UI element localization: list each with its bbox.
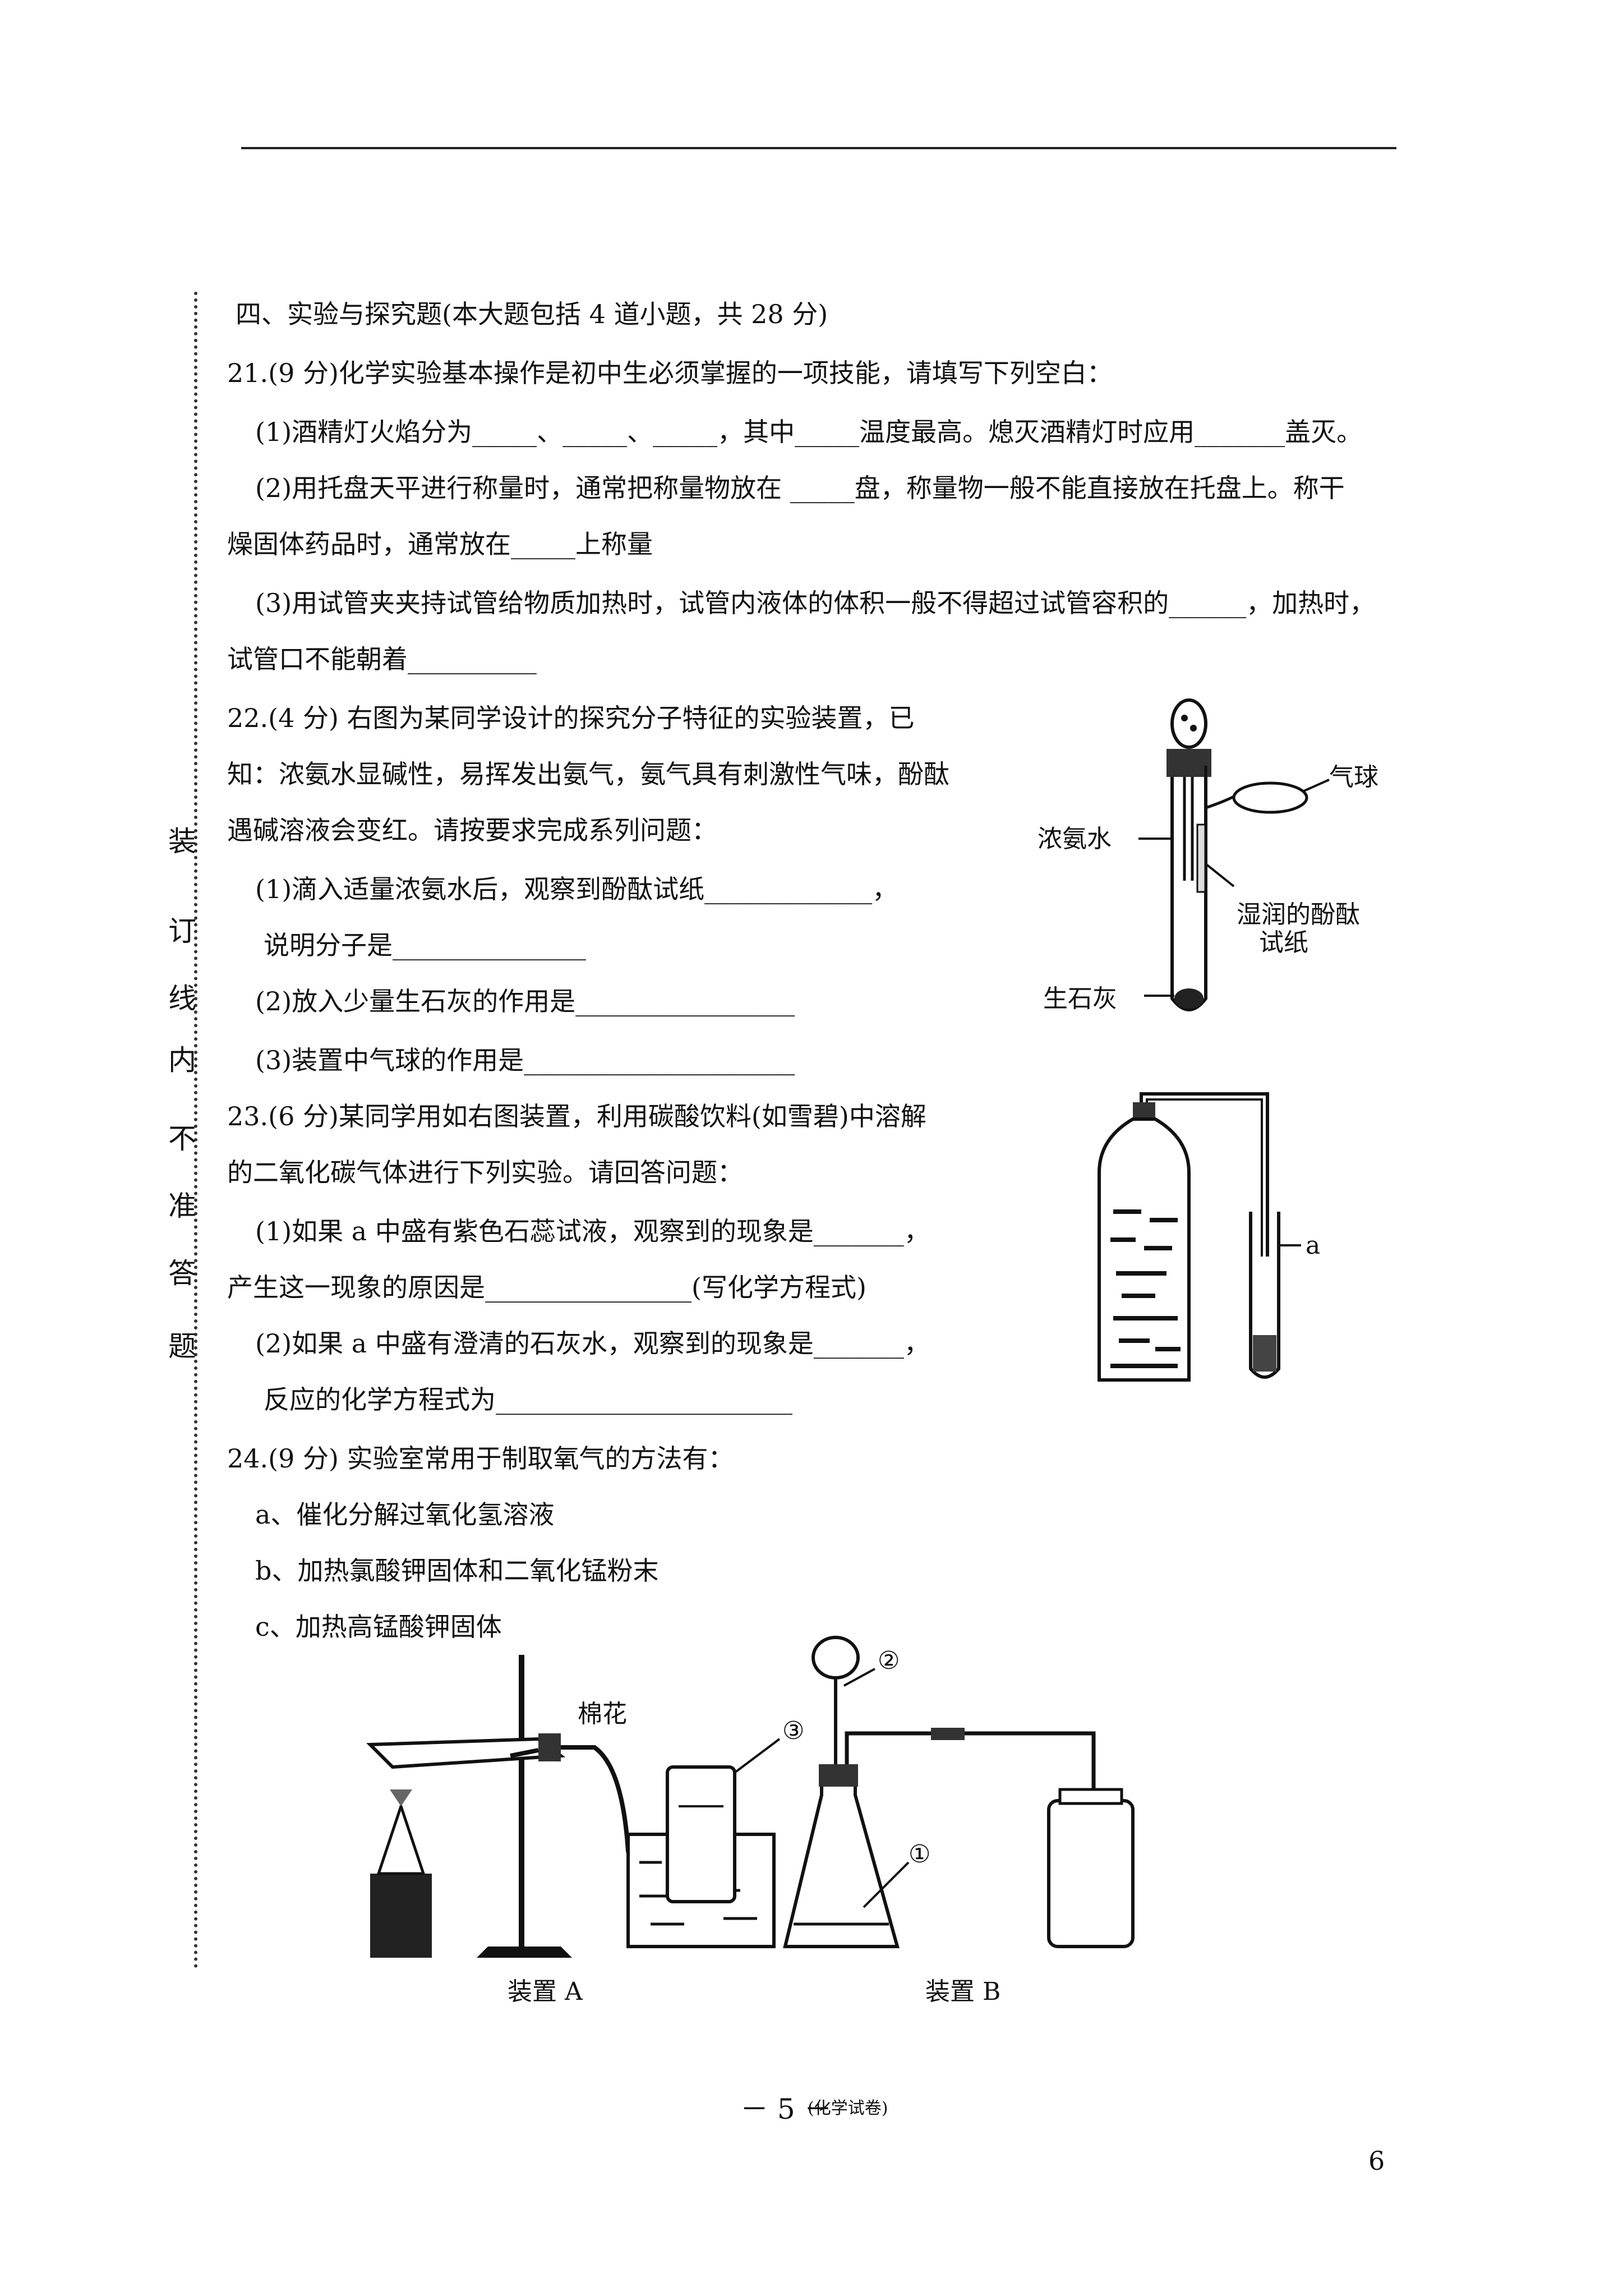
q22-stem-line1: 22.(4 分) 右图为某同学设计的探究分子特征的实验装置，已: [227, 703, 915, 733]
label-balloon: 气球: [1329, 763, 1378, 792]
q23-part2b: 反应的化学方程式为_______________________: [264, 1384, 792, 1415]
q23-part2a: (2)如果 a 中盛有澄清的石灰水，观察到的现象是_______，: [255, 1328, 930, 1359]
q21-part2b: 燥固体药品时，通常放在_____上称量: [227, 529, 653, 559]
q22-part1b: 说明分子是_______________: [264, 930, 586, 960]
caption-apparatus-a: 装置 A: [508, 1977, 583, 2006]
q24-method-b: b、加热氯酸钾固体和二氧化锰粉末: [255, 1556, 659, 1586]
caption-apparatus-b: 装置 B: [925, 1977, 1000, 2006]
label-3: ③: [782, 1717, 804, 1745]
label-cotton: 棉花: [578, 1700, 627, 1728]
q22-part1a: (1)滴入适量浓氨水后，观察到酚酞试纸_____________，: [255, 874, 898, 904]
q22-apparatus-figure: 浓氨水 气球 湿润的酚酞 试纸 生石灰: [1038, 698, 1378, 1013]
q21-part1: (1)酒精灯火焰分为_____、_____、_____，其中_____温度最高。…: [255, 417, 1363, 447]
margin-char: 内: [168, 1044, 196, 1076]
label-ammonia: 浓氨水: [1038, 825, 1112, 853]
binding-dotted-line: [194, 292, 197, 1969]
margin-char: 装: [168, 825, 196, 858]
label-phenolphthalein-paper: 湿润的酚酞: [1237, 900, 1360, 929]
margin-char: 答: [168, 1257, 196, 1290]
margin-char: 题: [168, 1330, 196, 1363]
q23-stem-line2: 的二氧化碳气体进行下列实验。请回答问题：: [227, 1157, 743, 1188]
top-rule: [241, 147, 1396, 149]
section-title: 四、实验与探究题(本大题包括 4 道小题，共 28 分): [236, 299, 828, 329]
q21-part3a: (3)用试管夹夹持试管给物质加热时，试管内液体的体积一般不得超过试管容积的___…: [255, 588, 1376, 618]
page-number: 6: [1368, 2146, 1385, 2176]
margin-char: 准: [168, 1190, 196, 1222]
q22-part2: (2)放入少量生石灰的作用是_________________: [255, 986, 795, 1016]
page-mark: － 5 －: [740, 2093, 832, 2125]
margin-char: 线: [168, 982, 196, 1015]
q23-part1b: 产生这一现象的原因是________________(写化学方程式): [227, 1272, 866, 1303]
label-a: a: [1306, 1231, 1320, 1260]
q23-part1a: (1)如果 a 中盛有紫色石蕊试液，观察到的现象是_______，: [255, 1216, 930, 1246]
q24-stem: 24.(9 分) 实验室常用于制取氧气的方法有：: [227, 1443, 734, 1474]
q22-stem-line2: 知：浓氨水显碱性，易挥发出氨气，氨气具有刺激性气味，酚酞: [227, 759, 949, 789]
label-1: ①: [909, 1840, 930, 1869]
q24-oxygen-apparatus-figure: 棉花 ① ② ③ 装置 A 装置 B: [366, 1636, 1135, 2006]
q23-soda-bottle-figure: a: [1098, 1092, 1320, 1382]
label-2: ②: [878, 1646, 900, 1675]
q21-stem: 21.(9 分)化学实验基本操作是初中生必须掌握的一项技能，请填写下列空白：: [227, 358, 1113, 388]
q21-part2a: (2)用托盘天平进行称量时，通常把称量物放在 _____盘，称量物一般不能直接放…: [255, 473, 1345, 503]
q24-method-c: c、加热高锰酸钾固体: [255, 1612, 502, 1642]
subject-label: (化学试卷): [808, 2099, 888, 2118]
margin-char: 订: [168, 915, 196, 947]
q22-stem-line3: 遇碱溶液会变红。请按要求完成系列问题：: [227, 815, 717, 845]
label-phenolphthalein-paper-2: 试纸: [1259, 928, 1308, 957]
q21-part3b: 试管口不能朝着__________: [227, 644, 537, 674]
q22-part3: (3)装置中气球的作用是_____________________: [255, 1045, 795, 1075]
q23-stem-line1: 23.(6 分)某同学用如右图装置，利用碳酸饮料(如雪碧)中溶解: [227, 1101, 926, 1131]
margin-char: 不: [168, 1122, 196, 1155]
q24-method-a: a、催化分解过氧化氢溶液: [255, 1499, 555, 1530]
label-quicklime: 生石灰: [1043, 984, 1117, 1013]
